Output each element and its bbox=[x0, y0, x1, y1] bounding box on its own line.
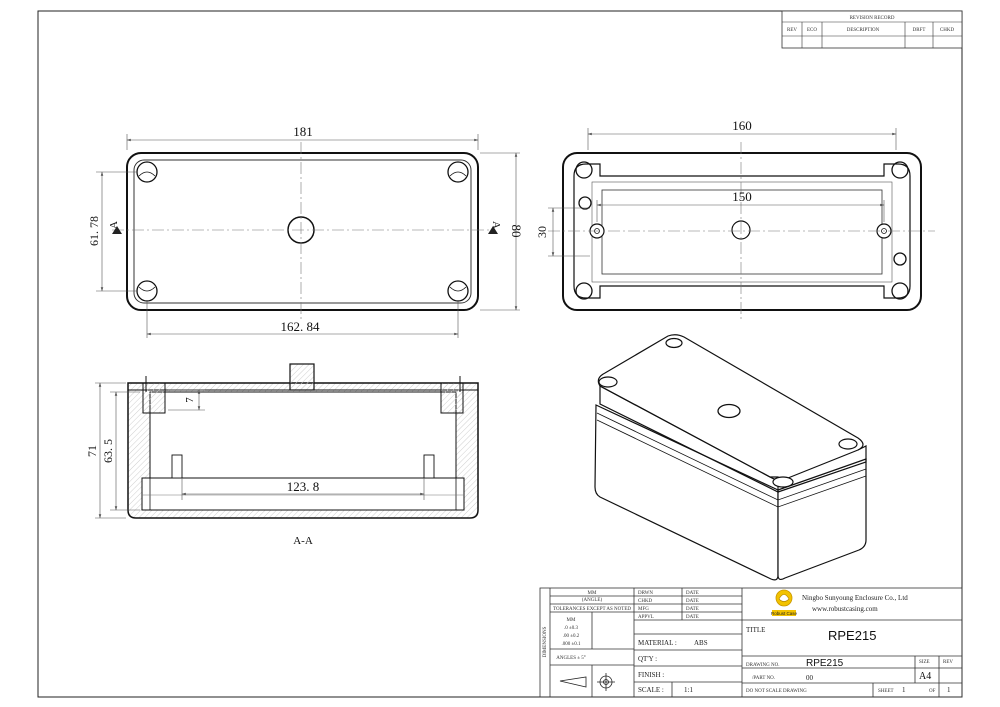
dim-inner-hole-spacing: 150 bbox=[732, 189, 752, 204]
title-block bbox=[539, 587, 963, 698]
rev-label: REV bbox=[943, 660, 953, 665]
sign-mfg-date: DATE bbox=[686, 607, 699, 612]
dim-top-height: 80 bbox=[509, 225, 524, 238]
tol-row-2: .00 ±0.2 bbox=[563, 634, 580, 639]
dim-top-hole-spacing: 162. 84 bbox=[281, 319, 321, 334]
company-website: www.robustcasing.com bbox=[812, 605, 878, 613]
part-no-value: 00 bbox=[806, 674, 814, 682]
dimensions-side-label: DIMENSIONS bbox=[543, 626, 548, 657]
tol-unit: MM bbox=[567, 618, 576, 623]
rev-header-drft: DRFT bbox=[913, 28, 926, 33]
lid-hole-icon bbox=[717, 403, 741, 419]
top-view: 181 162. 84 80 61. 78 A A bbox=[87, 124, 524, 338]
revision-title: REVISION RECORD bbox=[850, 16, 895, 21]
inside-view: 160 150 30 bbox=[535, 118, 935, 320]
section-marker-left: A bbox=[108, 221, 120, 229]
company-name: Ningbo Sunyoung Enclosure Co., Ltd bbox=[802, 594, 908, 602]
title-value: RPE215 bbox=[828, 628, 876, 643]
logo-text: Robust Case bbox=[771, 611, 798, 616]
rev-header-eco: ECO bbox=[807, 28, 817, 33]
sign-chkd-date: DATE bbox=[686, 599, 699, 604]
do-not-scale: DO NOT SCALE DRAWING bbox=[746, 689, 807, 694]
lid-screw-icon bbox=[598, 376, 618, 388]
scale-value: 1:1 bbox=[684, 686, 693, 694]
of-label: OF bbox=[929, 689, 936, 694]
rev-header-chkd: CHKD bbox=[940, 28, 955, 33]
drawing-no-value: RPE215 bbox=[806, 658, 844, 669]
dim-side-wall: 7 bbox=[184, 397, 196, 403]
isometric-view bbox=[594, 334, 867, 581]
boss-icon bbox=[893, 252, 907, 266]
tolerance-header: TOLERANCES EXCEPT AS NOTED bbox=[553, 607, 631, 612]
screw-hole-icon bbox=[447, 161, 469, 183]
title-label: TITLE bbox=[746, 626, 765, 634]
corner-hole-icon bbox=[891, 282, 909, 300]
lid-screw-icon bbox=[772, 476, 794, 488]
corner-hole-icon bbox=[891, 161, 909, 179]
tol-row-3: .000 ±0.1 bbox=[562, 642, 581, 647]
sign-appvl: APPVL bbox=[638, 615, 654, 620]
units-label: MM bbox=[588, 591, 597, 596]
lid-screw-icon bbox=[838, 438, 858, 450]
rev-header-rev: REV bbox=[787, 28, 797, 33]
dim-side-height: 71 bbox=[85, 445, 99, 457]
dim-inner-height: 30 bbox=[535, 226, 549, 238]
material-value: ABS bbox=[694, 639, 708, 647]
sign-drwn: DRWN bbox=[638, 591, 653, 596]
section-label: A-A bbox=[293, 535, 313, 547]
corner-hole-icon bbox=[575, 282, 593, 300]
dim-top-width: 181 bbox=[293, 124, 313, 139]
drawing-no-label: DRAWING NO. bbox=[746, 663, 779, 668]
sign-appvl-date: DATE bbox=[686, 615, 699, 620]
dim-top-hole-vspacing: 61. 78 bbox=[87, 216, 101, 246]
dim-inner-width: 160 bbox=[732, 118, 752, 133]
sign-drwn-date: DATE bbox=[686, 591, 699, 596]
boss-icon bbox=[578, 196, 592, 210]
section-marker-right: A bbox=[490, 221, 502, 229]
tol-row-1: .0 ±0.3 bbox=[564, 626, 578, 631]
of-value: 1 bbox=[947, 686, 951, 694]
size-value: A4 bbox=[919, 671, 931, 682]
scale-label: SCALE : bbox=[638, 686, 664, 694]
title-block-text: DIMENSIONS MM (ANGLE) TOLERANCES EXCEPT … bbox=[543, 589, 953, 694]
rev-header-description: DESCRIPTION bbox=[847, 28, 880, 33]
corner-hole-icon bbox=[575, 161, 593, 179]
dim-side-inner-width: 123. 8 bbox=[287, 479, 320, 494]
sheet-label: SHEET bbox=[878, 689, 894, 694]
qty-label: QT'Y : bbox=[638, 655, 657, 663]
sign-mfg: MFG bbox=[638, 607, 649, 612]
material-label: MATERIAL : bbox=[638, 639, 677, 647]
cable-gland-icon bbox=[289, 363, 315, 391]
sign-chkd: CHKD bbox=[638, 599, 653, 604]
part-no-label: /PART NO. bbox=[752, 676, 775, 681]
lid-screw-icon bbox=[665, 337, 683, 349]
sheet-border bbox=[37, 10, 963, 698]
size-label: SIZE bbox=[919, 660, 930, 665]
sheet-value: 1 bbox=[902, 686, 906, 694]
units-sub: (ANGLE) bbox=[582, 598, 603, 603]
finish-label: FINISH : bbox=[638, 671, 664, 679]
revision-table: REVISION RECORD REV ECO DESCRIPTION DRFT… bbox=[781, 10, 963, 49]
projection-symbol-icon bbox=[597, 673, 615, 691]
taper-icon bbox=[559, 676, 587, 688]
section-view: 71 63. 5 7 123. 8 A-A bbox=[85, 363, 479, 547]
angles-tolerance: ANGLES ± 5° bbox=[556, 656, 585, 661]
company-logo: Robust Case bbox=[771, 589, 798, 616]
dim-side-inner-height: 63. 5 bbox=[101, 439, 115, 463]
